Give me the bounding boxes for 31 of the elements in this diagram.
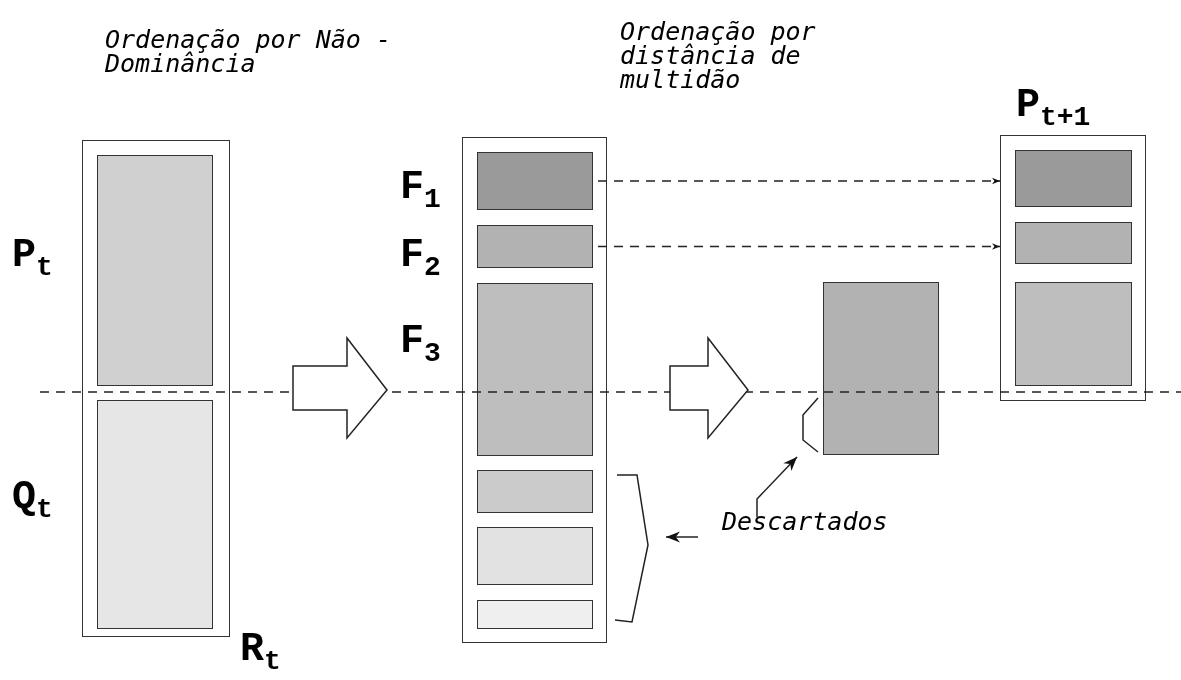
set-label: R$_{t}$ bbox=[240, 630, 281, 679]
set-label: P$_{t}$ bbox=[12, 236, 53, 285]
front-block bbox=[477, 283, 593, 456]
set-label: F$_{2}$ bbox=[400, 236, 441, 285]
population-box bbox=[1000, 135, 1146, 401]
block-arrow bbox=[292, 335, 388, 441]
population-box bbox=[462, 137, 607, 643]
step-caption: Ordenação por Não - Dominância bbox=[105, 28, 392, 76]
front-block bbox=[477, 152, 593, 210]
callout-text: Descartados bbox=[722, 510, 888, 534]
population-box bbox=[82, 140, 230, 637]
front-block bbox=[97, 155, 213, 386]
front-block bbox=[1015, 282, 1132, 386]
set-label: F$_{3}$ bbox=[400, 322, 441, 371]
leader-line bbox=[665, 531, 699, 543]
front-block bbox=[823, 282, 939, 455]
front-block bbox=[1015, 150, 1132, 207]
set-label: P$_{t+1}$ bbox=[1016, 86, 1091, 135]
front-block bbox=[477, 225, 593, 268]
front-block bbox=[477, 470, 593, 513]
arrow bbox=[597, 243, 1001, 250]
step-caption: Ordenação por distância de multidão bbox=[620, 20, 817, 92]
front-block bbox=[1015, 222, 1132, 264]
arrow bbox=[597, 177, 1001, 185]
front-block bbox=[477, 600, 593, 629]
block-arrow bbox=[669, 335, 749, 441]
front-block bbox=[97, 400, 213, 629]
front-block bbox=[477, 527, 593, 585]
leader-line bbox=[756, 456, 798, 518]
set-label: F$_{1}$ bbox=[400, 168, 441, 217]
set-label: Q$_{t}$ bbox=[12, 478, 53, 527]
